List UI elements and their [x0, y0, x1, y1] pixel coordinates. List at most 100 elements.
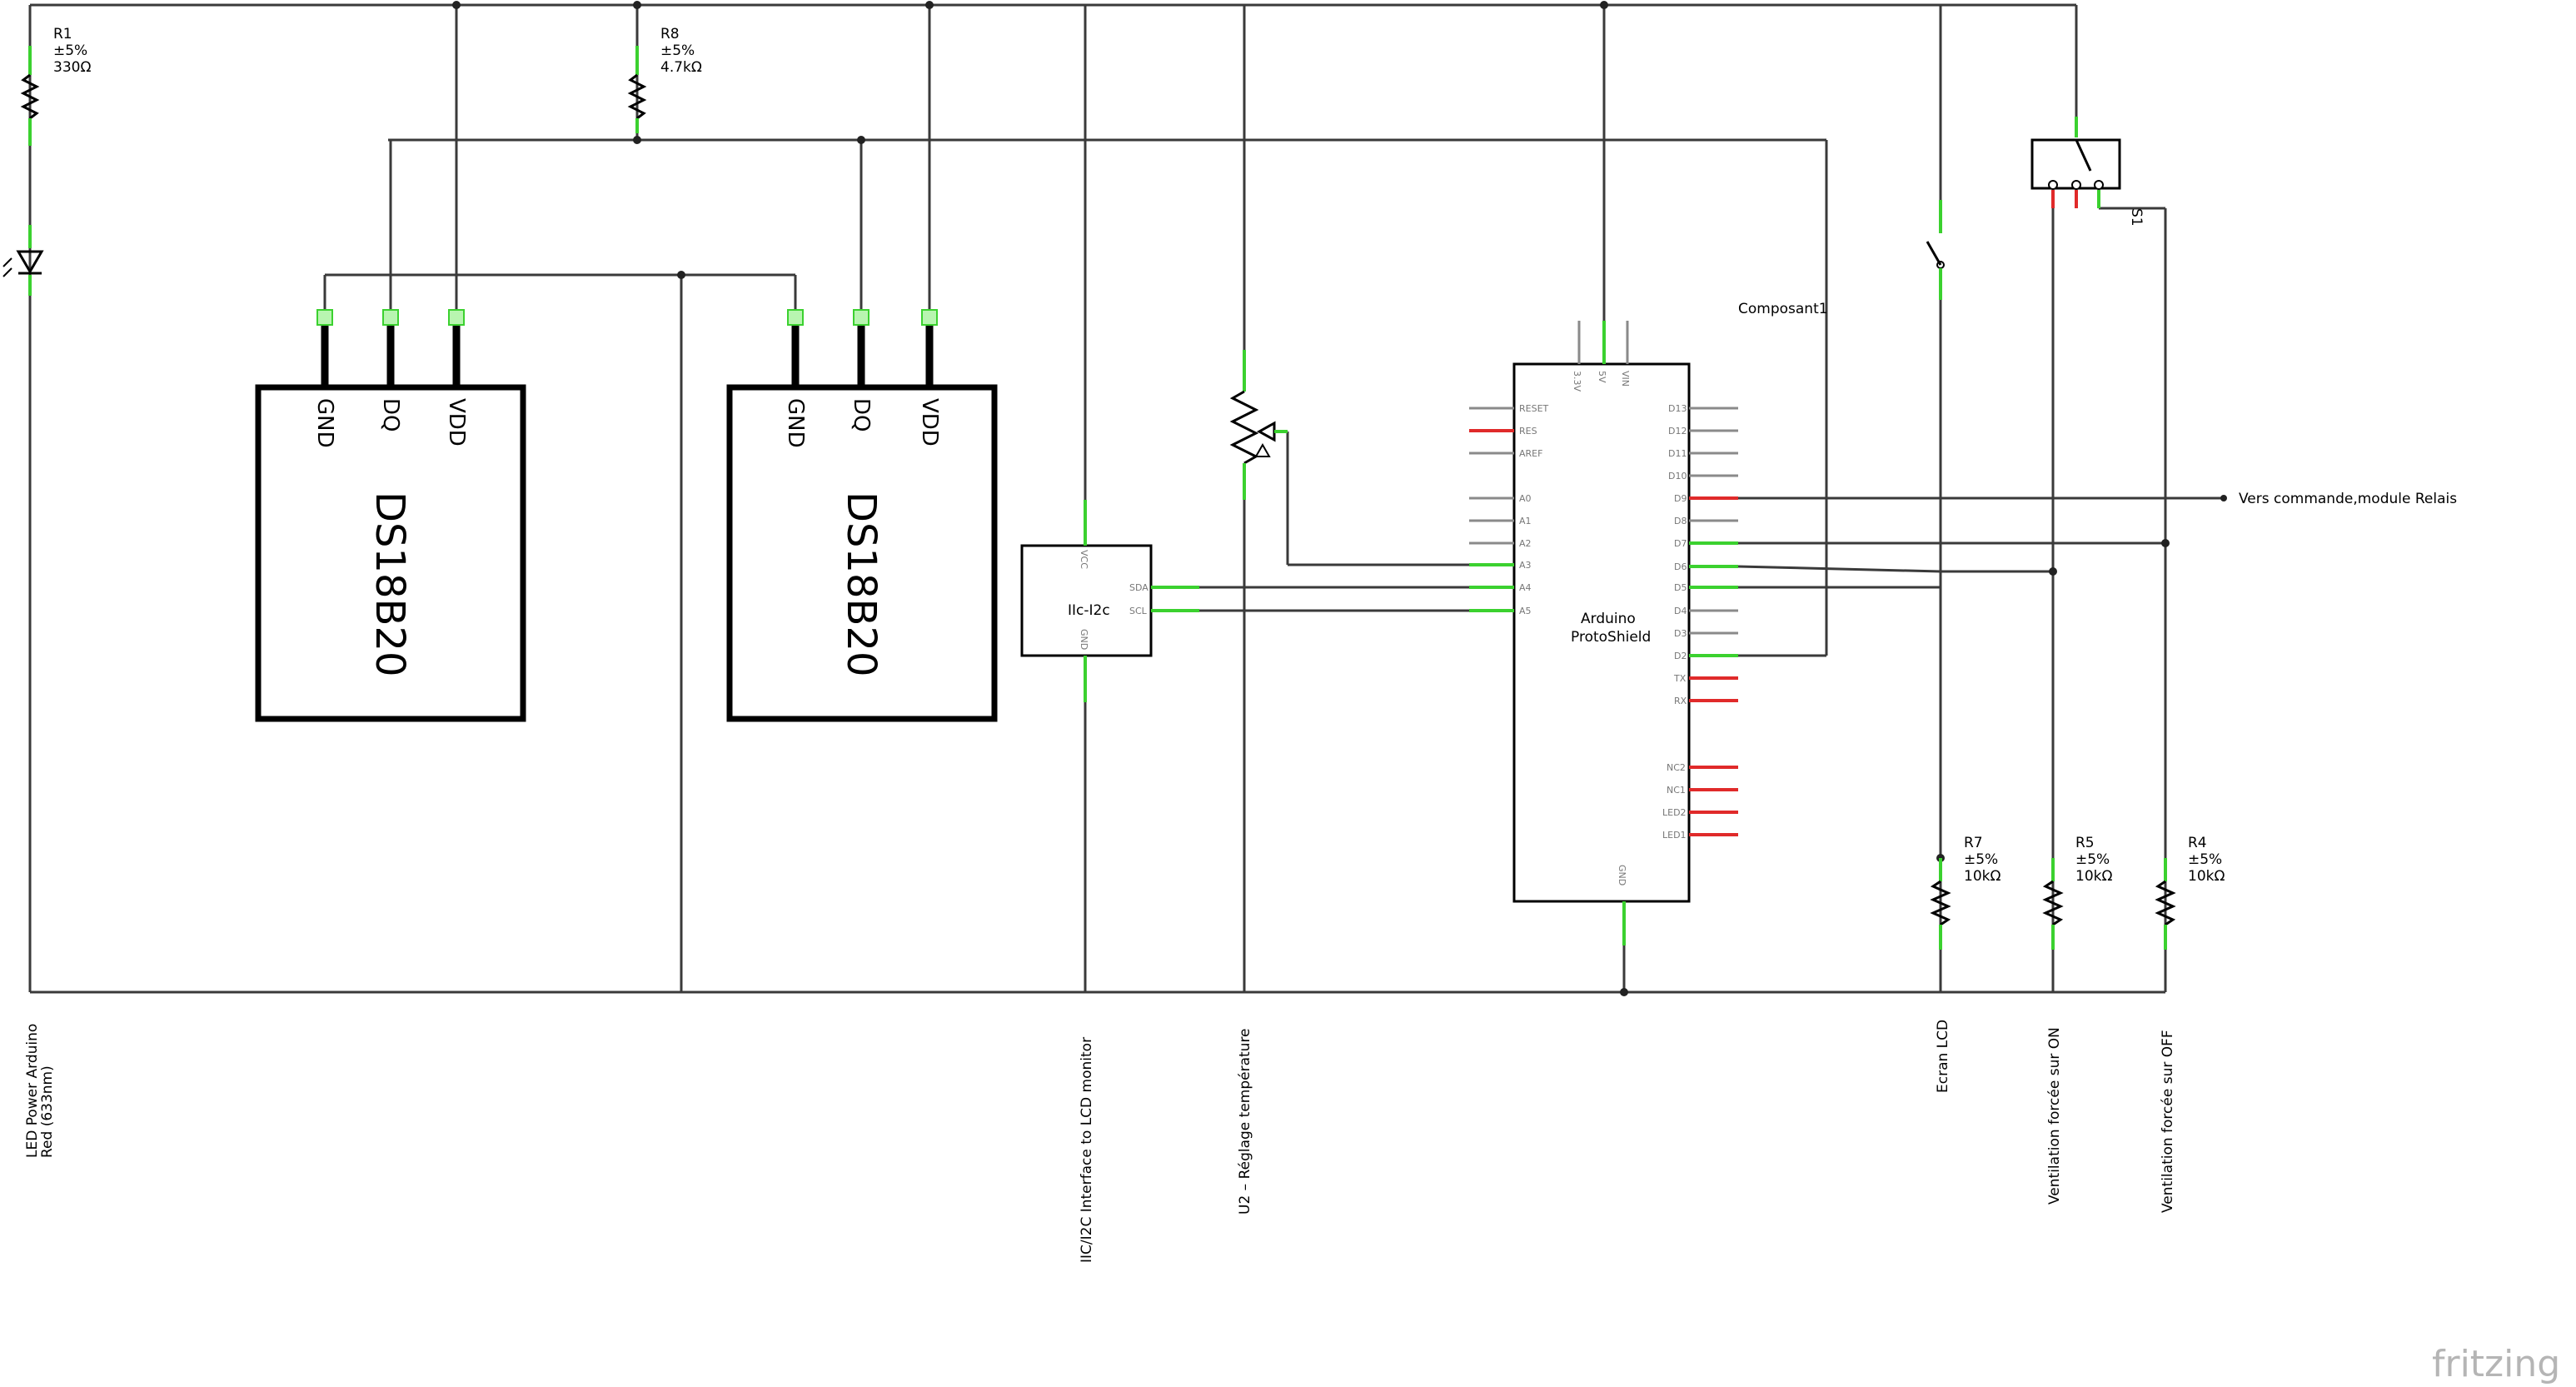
s1-label: S1: [2128, 208, 2145, 227]
r4-tolerance: ±5%: [2188, 851, 2222, 868]
arduino-pin-d12: D12: [1668, 426, 1687, 437]
arduino-pin-d11: D11: [1668, 448, 1687, 459]
arduino-pin-aref: AREF: [1519, 448, 1542, 459]
r4-ref: R4: [2188, 835, 2207, 851]
sensor1-pin-dq: DQ: [378, 398, 403, 432]
arduino-pin-d3: D3: [1674, 628, 1687, 639]
i2c-module: IIc-I2c SDA SCL VCC GND: [1020, 500, 1199, 702]
vent-on-label: Ventilation forcée sur ON: [2046, 1027, 2063, 1205]
arduino-pin-nc2: NC2: [1667, 762, 1686, 773]
arduino-title-2: ProtoShield: [1571, 629, 1651, 646]
arduino-pin-d2: D2: [1674, 651, 1687, 661]
arduino-pin-d10: D10: [1668, 471, 1687, 481]
sensor2-pin-dq: DQ: [849, 398, 874, 432]
composant-label: Composant1: [1738, 301, 1828, 317]
r8-value: 4.7kΩ: [660, 59, 702, 76]
arduino-pin-res: RES: [1519, 426, 1537, 437]
junctions: [452, 1, 2227, 996]
sensor1-pin-vdd: VDD: [444, 398, 469, 447]
arduino-pin-d5: D5: [1674, 582, 1687, 593]
junction-dot: [633, 136, 641, 144]
arduino-pin-reset: RESET: [1519, 403, 1549, 414]
relay-endpoint: [2220, 495, 2227, 501]
arduino-title-1: Arduino: [1581, 611, 1636, 627]
r1-tolerance: ±5%: [53, 42, 87, 59]
junction-dot: [1620, 988, 1628, 996]
vent-off-label: Ventilation forcée sur OFF: [2160, 1030, 2176, 1213]
arduino-pin-a3: A3: [1519, 560, 1532, 571]
arduino-protoshield: Composant1 Arduino ProtoShield 3.3V 5V V…: [1469, 301, 1828, 945]
led-diode: [2, 225, 44, 296]
sensor1-name: DS18B20: [366, 491, 413, 677]
r1-value: 330Ω: [53, 59, 91, 76]
junction-dot: [633, 1, 641, 9]
arduino-pin-d4: D4: [1674, 606, 1687, 616]
arduino-pin-3v3: 3.3V: [1572, 371, 1582, 392]
r5-tolerance: ±5%: [2075, 851, 2110, 868]
junction-dot: [452, 1, 461, 9]
r5-value: 10kΩ: [2075, 868, 2112, 885]
led-label-line1: LED Power Arduino: [24, 1024, 41, 1158]
arduino-pin-d8: D8: [1674, 516, 1687, 526]
s1-switch: S1: [2030, 117, 2145, 227]
relay-label: Vers commande,module Relais: [2239, 491, 2457, 507]
arduino-pin-d13: D13: [1668, 403, 1687, 414]
sensor2-pin-vdd: VDD: [917, 398, 942, 447]
r7-ref: R7: [1964, 835, 1983, 851]
arduino-pin-a1: A1: [1519, 516, 1532, 526]
i2c-label: IIC/I2C Interface to LCD monitor: [1079, 1037, 1095, 1263]
r5-resistor: R5 ±5% 10kΩ: [2042, 835, 2112, 950]
arduino-pin-d9: D9: [1674, 493, 1687, 504]
wires: [28, 3, 2224, 994]
arduino-pin-a0: A0: [1519, 493, 1532, 504]
r8-tolerance: ±5%: [660, 42, 695, 59]
r4-resistor: R4 ±5% 10kΩ: [2155, 835, 2225, 950]
arduino-pin-a2: A2: [1519, 538, 1532, 549]
arduino-pin-a4: A4: [1519, 582, 1532, 593]
r7-value: 10kΩ: [1964, 868, 2001, 885]
r5-ref: R5: [2075, 835, 2095, 851]
arduino-pin-a5: A5: [1519, 606, 1532, 616]
junction-dot: [857, 136, 865, 144]
i2c-pin-scl: SCL: [1129, 606, 1148, 616]
i2c-pin-vcc: VCC: [1079, 550, 1089, 569]
pot-label: U2 – Réglage température: [1237, 1028, 1253, 1215]
r8-resistor: R8 ±5% 4.7kΩ: [627, 26, 702, 133]
ds18b20-sensor-1: GND DQ VDD DS18B20: [255, 309, 526, 722]
junction-dot: [2049, 567, 2057, 576]
lcd-pushbutton: [1926, 200, 1945, 300]
junction-dot: [2161, 539, 2170, 547]
r1-resistor: R1 ±5% 330Ω: [20, 26, 91, 146]
arduino-pin-led2: LED2: [1662, 807, 1687, 818]
sensor2-name: DS18B20: [838, 491, 884, 677]
arduino-pin-5v: 5V: [1597, 371, 1607, 383]
arduino-pin-nc1: NC1: [1667, 785, 1686, 796]
arduino-pin-d6: D6: [1674, 561, 1687, 572]
i2c-pin-sda: SDA: [1129, 582, 1148, 593]
r4-value: 10kΩ: [2188, 868, 2225, 885]
arduino-pin-gnd: GND: [1617, 865, 1627, 886]
d6-wire-a: [1737, 565, 1941, 573]
junction-dot: [925, 1, 934, 9]
arduino-pin-rx: RX: [1674, 696, 1687, 706]
lcd-label: Ecran LCD: [1935, 1020, 1951, 1093]
arduino-pin-tx: TX: [1673, 673, 1687, 684]
r7-resistor: R7 ±5% 10kΩ: [1930, 835, 2001, 950]
arduino-pin-led1: LED1: [1662, 830, 1687, 841]
sensor1-pin-gnd: GND: [312, 398, 337, 448]
r8-ref: R8: [660, 26, 680, 42]
junction-dot: [1600, 1, 1608, 9]
junction-dot: [677, 271, 685, 279]
sensor2-pin-gnd: GND: [783, 398, 808, 448]
led-label-line2: Red (633nm): [39, 1065, 56, 1158]
potentiometer: [1229, 350, 1288, 500]
bottom-labels: LED Power Arduino Red (633nm) IIC/I2C In…: [24, 1020, 2176, 1263]
r7-tolerance: ±5%: [1964, 851, 1998, 868]
r1-ref: R1: [53, 26, 72, 42]
i2c-pin-gnd: GND: [1079, 629, 1089, 650]
arduino-pin-d7: D7: [1674, 538, 1687, 549]
fritzing-logo: fritzing: [2432, 1343, 2560, 1385]
arduino-pin-vin: VIN: [1620, 371, 1631, 387]
i2c-name: IIc-I2c: [1068, 602, 1110, 619]
